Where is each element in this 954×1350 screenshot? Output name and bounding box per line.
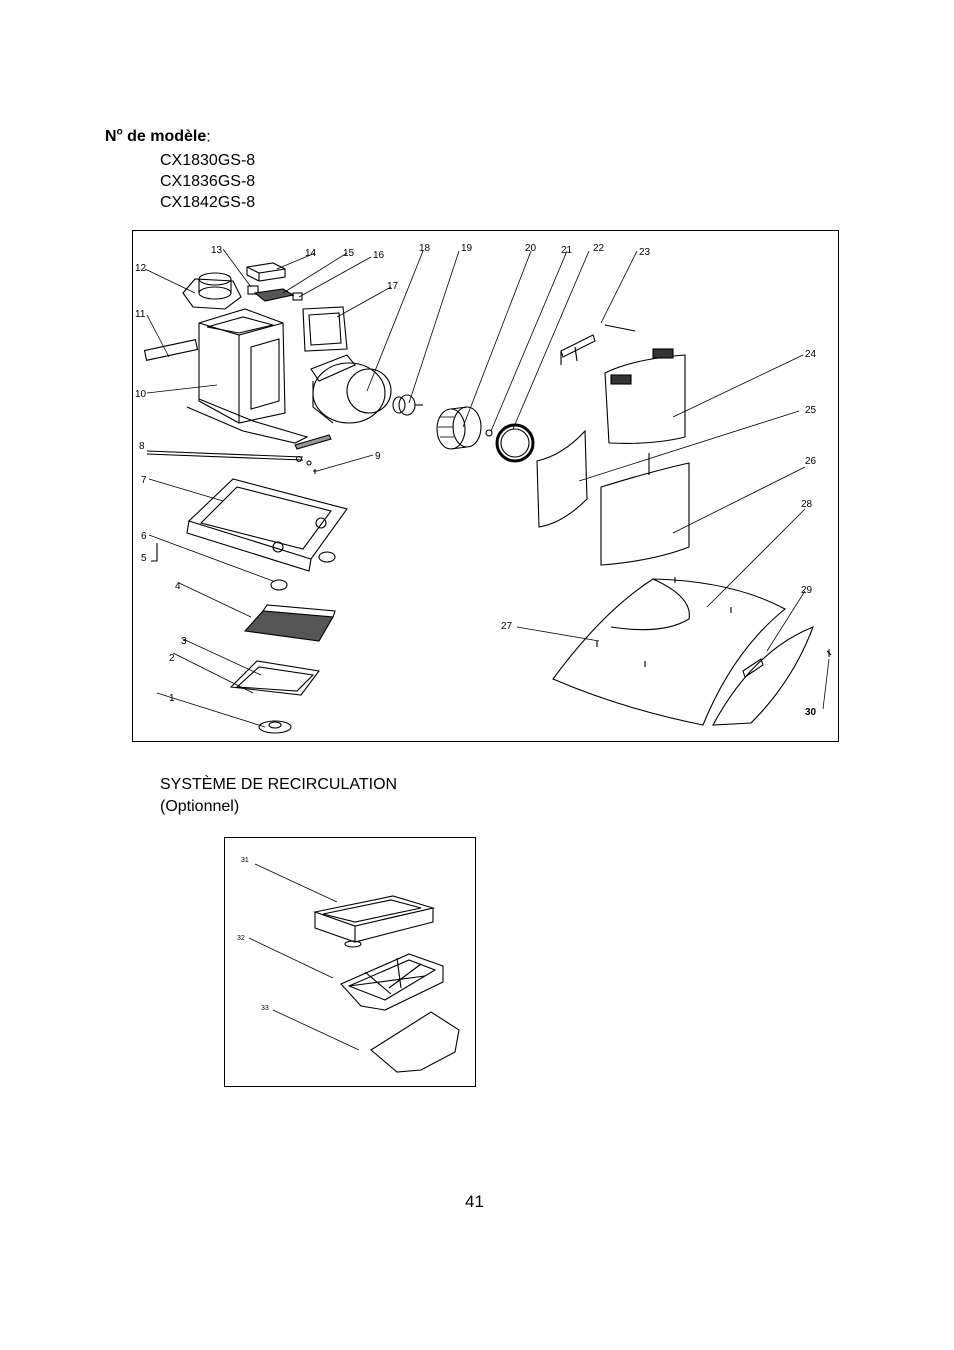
part-label-27: 27 [501, 621, 513, 632]
part-label-29: 29 [801, 585, 813, 596]
part-bracket-line [151, 543, 158, 562]
part-front-panel-drawing [186, 478, 348, 572]
part-label-21: 21 [561, 245, 573, 256]
part-blower-housing-drawing [310, 354, 392, 424]
part-duct-collar-drawing [182, 272, 242, 310]
recirculation-title: SYSTÈME DE RECIRCULATION [160, 776, 398, 793]
recirculation-subtitle: (Optionnel) [160, 798, 240, 815]
model-list: CX1830GS-8 CX1836GS-8 CX1842GS-8 [160, 150, 255, 213]
part-label-19: 19 [461, 243, 473, 254]
part-side-panel-drawing [536, 429, 588, 528]
part-grease-cup-drawing [258, 720, 292, 734]
part-lower-chimney-drawing [600, 453, 690, 566]
part-upper-bracket-drawing [560, 324, 636, 365]
model-item: CX1842GS-8 [160, 194, 256, 211]
model-label: N [105, 128, 117, 146]
part-label-30: 30 [805, 707, 817, 718]
part-label-28: 28 [801, 499, 813, 510]
part-label-26: 26 [805, 456, 817, 467]
part-bracket-drawing [143, 339, 199, 361]
exploded-parts-diagram: 1 2 3 4 5 6 7 8 9 10 11 12 13 14 15 16 1… [132, 230, 839, 742]
part-label-18: 18 [419, 243, 431, 254]
part-label-9: 9 [375, 451, 381, 462]
part-label-23: 23 [639, 247, 651, 258]
part-label-31: 31 [241, 857, 249, 864]
part-label-3: 3 [181, 636, 187, 647]
part-label-25: 25 [805, 405, 817, 416]
part-label-7: 7 [141, 475, 147, 486]
part-label-16: 16 [373, 250, 385, 261]
part-filter-tray-drawing [229, 660, 320, 696]
part-carbon-filter-drawing [340, 953, 444, 1011]
part-label-14: 14 [305, 248, 317, 259]
part-label-8: 8 [139, 441, 145, 452]
recirculation-diagram: 31 32 33 [224, 837, 476, 1087]
part-motor-drawing [392, 394, 423, 416]
part-label-4: 4 [175, 581, 181, 592]
part-label-20: 20 [525, 243, 537, 254]
model-label-rest: de modèle [122, 128, 207, 146]
part-control-components-drawing [246, 262, 303, 302]
model-item: CX1830GS-8 [160, 152, 256, 169]
recirculation-heading: SYSTÈME DE RECIRCULATION (Optionnel) [160, 774, 397, 818]
part-filter-pad-drawing [370, 1011, 460, 1073]
exploded-parts-drawing: 1 2 3 4 5 6 7 8 9 10 11 12 13 14 15 16 1… [135, 243, 832, 734]
part-label-6: 6 [141, 531, 147, 542]
part-label-33: 33 [261, 1005, 269, 1012]
part-label-17: 17 [387, 281, 399, 292]
model-label-sup: o [116, 127, 123, 138]
part-knob-drawing [270, 551, 336, 591]
part-label-2: 2 [169, 653, 175, 664]
model-item: CX1836GS-8 [160, 173, 256, 190]
part-upper-chimney-drawing [604, 348, 686, 444]
part-mesh-filter-drawing [243, 604, 336, 642]
part-main-housing-drawing [186, 308, 309, 444]
part-labels: 1 2 3 4 5 6 7 8 9 10 11 12 13 14 15 16 1… [135, 243, 817, 718]
part-label-32: 32 [237, 935, 245, 942]
part-label-11: 11 [135, 309, 146, 320]
leader-lines [144, 248, 830, 728]
recirc-part-labels: 31 32 33 [237, 857, 269, 1012]
recirc-leader-lines [248, 863, 360, 1051]
part-fan-wheel-drawing [436, 406, 482, 450]
part-ring-drawing [495, 423, 535, 463]
part-screw-drawing [826, 649, 832, 657]
part-label-13: 13 [211, 245, 223, 256]
part-label-1: 1 [169, 693, 175, 704]
part-front-skirt-drawing [712, 626, 814, 726]
part-recirc-tray-drawing [312, 895, 436, 948]
model-label-colon: : [206, 128, 211, 146]
page-number: 41 [465, 1192, 484, 1211]
recirculation-drawing: 31 32 33 [237, 857, 460, 1073]
model-heading: No de modèle: [105, 127, 211, 146]
part-label-24: 24 [805, 349, 817, 360]
part-label-15: 15 [343, 248, 355, 259]
part-light-bar-drawing [146, 434, 332, 474]
part-gasket-drawing [302, 306, 348, 352]
part-hood-canopy-drawing [552, 577, 786, 726]
part-clip-drawing [485, 429, 493, 437]
part-label-5: 5 [141, 553, 147, 564]
part-label-22: 22 [593, 243, 605, 254]
part-label-12: 12 [135, 263, 147, 274]
part-label-10: 10 [135, 389, 147, 400]
